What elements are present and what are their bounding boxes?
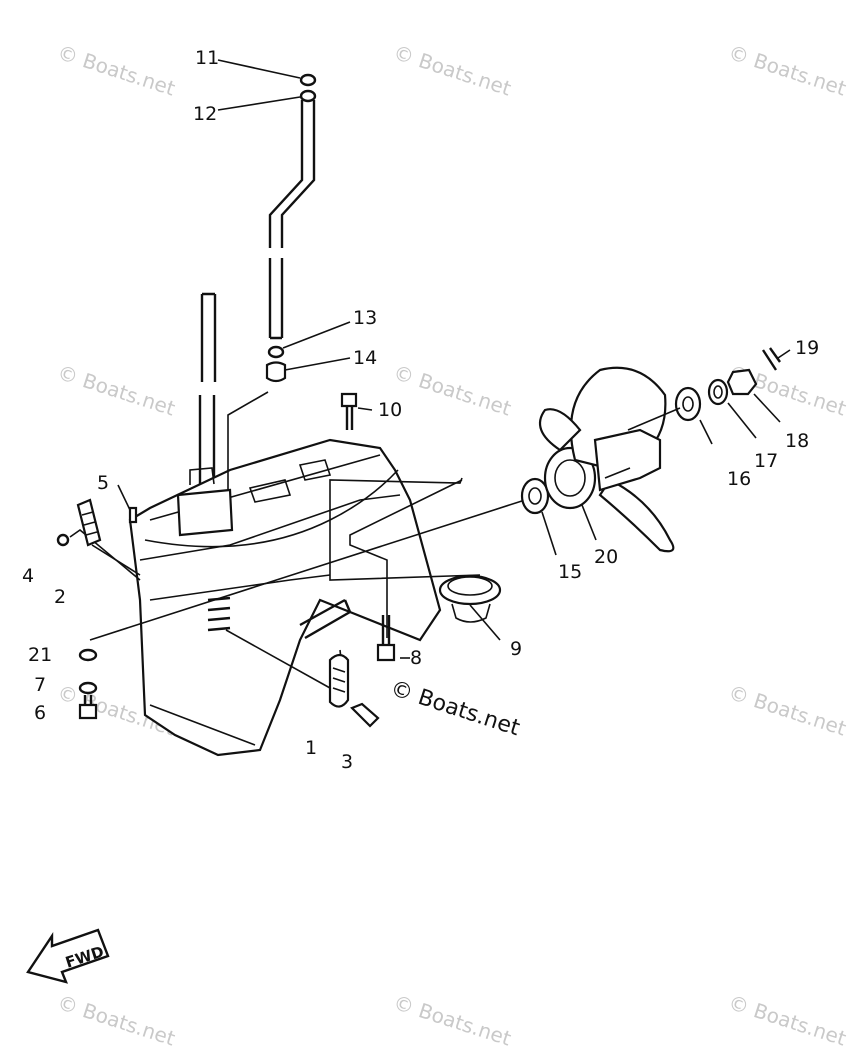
part-label-15: 15 bbox=[558, 561, 582, 583]
prop-nut-hardware[interactable] bbox=[627, 347, 791, 445]
part-label-3: 3 bbox=[341, 751, 353, 773]
part-label-21: 21 bbox=[28, 644, 52, 666]
direction-label: FWD bbox=[63, 942, 106, 971]
part-label-18: 18 bbox=[785, 430, 809, 452]
part-label-16: 16 bbox=[727, 468, 751, 490]
parts-diagram: 11 12 13 14 10 5 4 2 21 7 6 8 9 15 20 16… bbox=[22, 47, 819, 984]
bolt-part-10[interactable] bbox=[340, 392, 358, 430]
part-label-13: 13 bbox=[353, 307, 377, 329]
part-label-10: 10 bbox=[378, 399, 402, 421]
part-label-20: 20 bbox=[594, 546, 618, 568]
bolt-part-8[interactable] bbox=[376, 615, 396, 662]
part-label-5: 5 bbox=[97, 472, 109, 494]
shift-rod[interactable] bbox=[265, 73, 317, 383]
propeller-shaft bbox=[299, 598, 352, 640]
part-label-4: 4 bbox=[22, 565, 34, 587]
propeller[interactable] bbox=[538, 366, 675, 553]
drive-shaft bbox=[198, 292, 217, 490]
cover-part-9[interactable] bbox=[438, 574, 502, 623]
part-label-8: 8 bbox=[410, 647, 422, 669]
drain-screw-parts[interactable] bbox=[78, 648, 98, 720]
part-label-14: 14 bbox=[353, 347, 377, 369]
part-label-19: 19 bbox=[795, 337, 819, 359]
part-label-1: 1 bbox=[305, 737, 317, 759]
part-label-17: 17 bbox=[754, 450, 778, 472]
part-label-7: 7 bbox=[34, 674, 46, 696]
pin-part-5[interactable] bbox=[128, 506, 138, 524]
part-label-11: 11 bbox=[195, 47, 219, 69]
part-label-9: 9 bbox=[510, 638, 522, 660]
trim-tab-part-1[interactable] bbox=[328, 653, 380, 728]
part-label-6: 6 bbox=[34, 702, 46, 724]
gear-case bbox=[128, 438, 442, 757]
part-label-2: 2 bbox=[54, 586, 66, 608]
fwd-arrow-icon: FWD bbox=[26, 928, 110, 984]
part-label-12: 12 bbox=[193, 103, 217, 125]
anode-part-2[interactable] bbox=[56, 498, 141, 576]
leader-lines bbox=[69, 59, 526, 696]
label-leaders-2 bbox=[400, 504, 597, 659]
